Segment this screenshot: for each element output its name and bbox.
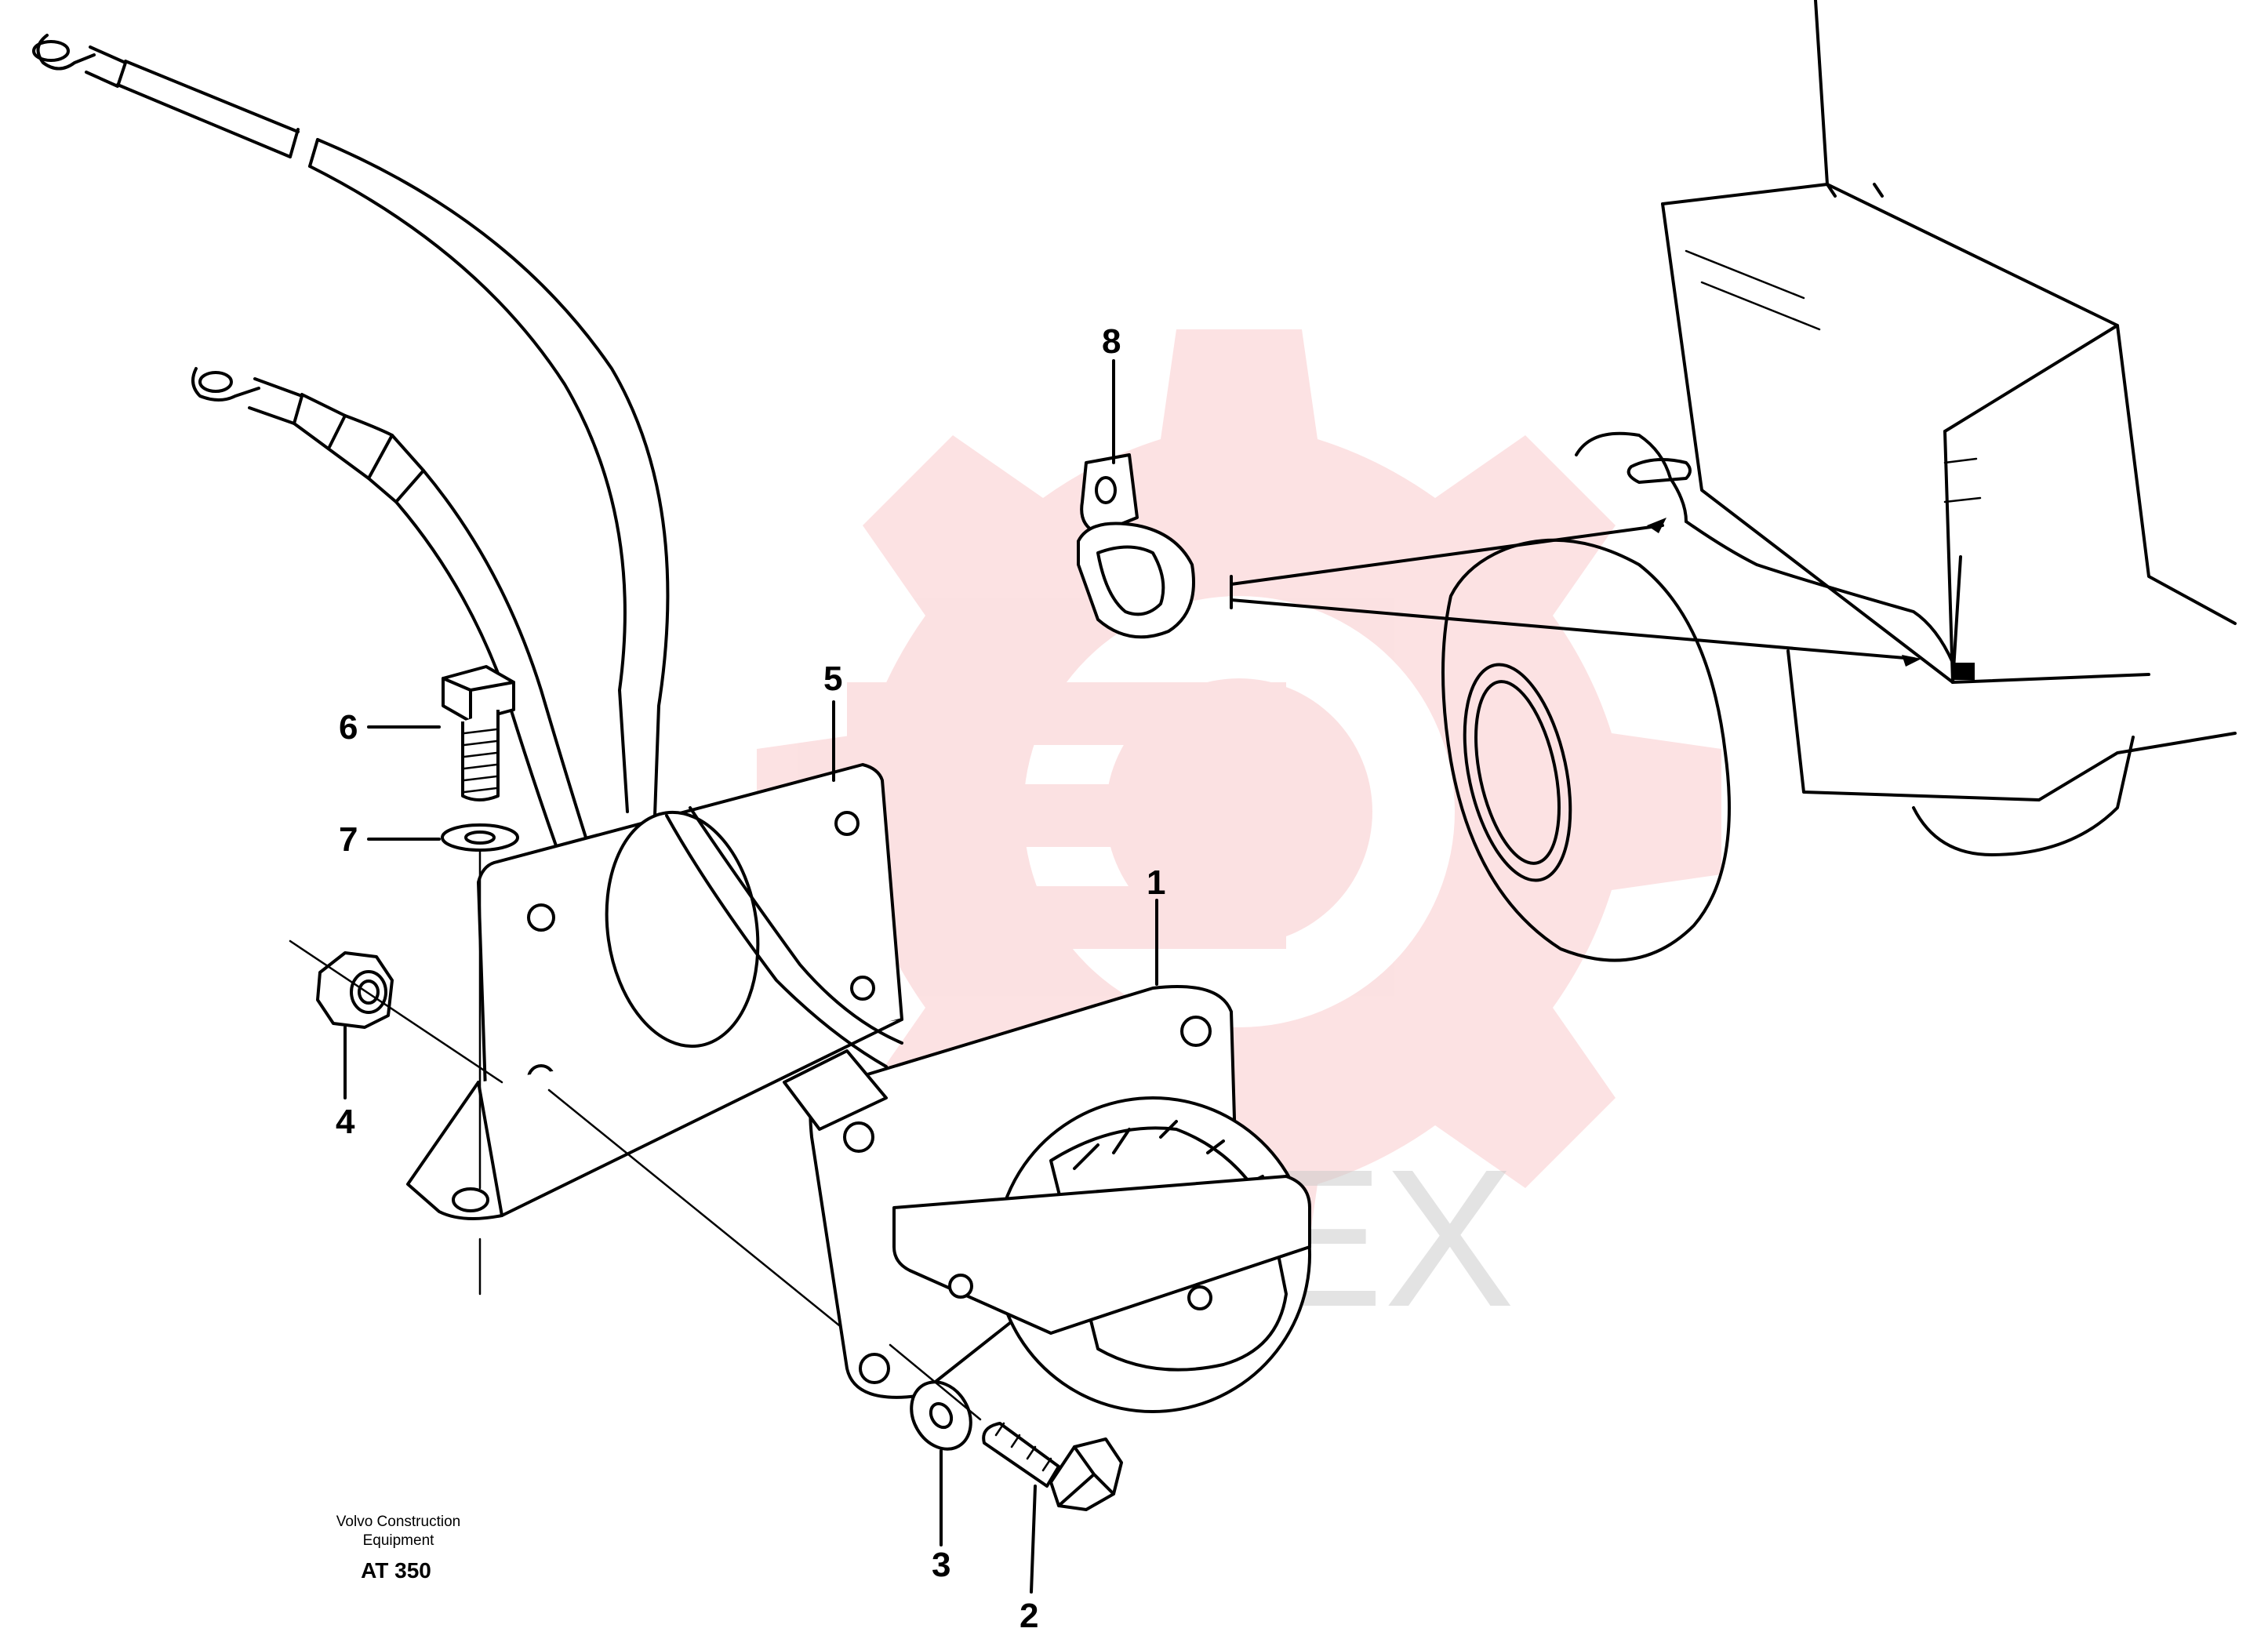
washer-part-7 <box>441 823 519 852</box>
clamp-part-8 <box>1077 453 1195 639</box>
bracket-part-5 <box>406 763 903 1220</box>
socket-part-1 <box>783 985 1311 1413</box>
callout-5: 5 <box>823 660 842 698</box>
callout-2: 2 <box>1020 1597 1038 1635</box>
callout-8: 8 <box>1102 322 1121 361</box>
callout-7: 7 <box>339 820 358 859</box>
vehicle-outline <box>1230 0 2237 962</box>
caption-code: AT 350 <box>361 1558 431 1583</box>
caption-line-1: Volvo Construction <box>336 1514 460 1530</box>
leader-lines <box>289 359 1158 1594</box>
bolt-part-6 <box>442 665 515 801</box>
callout-1: 1 <box>1147 863 1165 902</box>
bolt-part-2 <box>982 1422 1123 1511</box>
nut-part-4 <box>316 951 394 1029</box>
callout-4: 4 <box>336 1103 355 1141</box>
callout-3: 3 <box>932 1546 950 1584</box>
caption-line-2: Equipment <box>363 1532 435 1549</box>
callout-6: 6 <box>339 708 358 747</box>
